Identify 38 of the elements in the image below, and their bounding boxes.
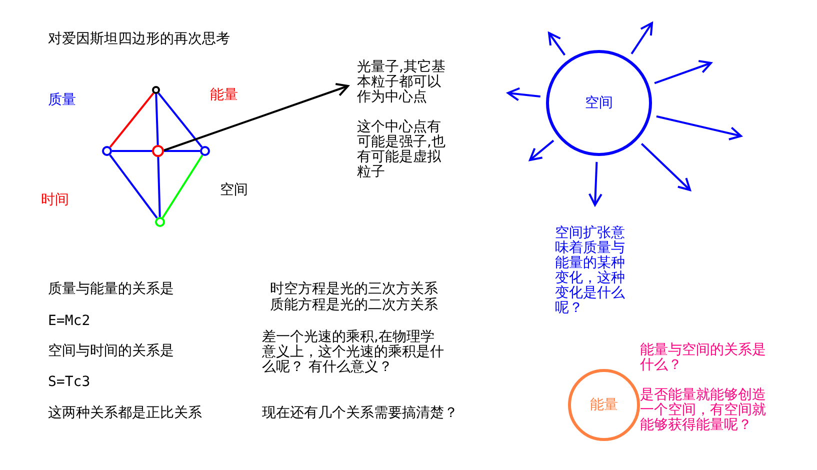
connector-line xyxy=(157,156,161,218)
note-text: 光量子,其它基本粒子都可以作为中心点 xyxy=(357,60,446,105)
conclusion-note: 这两种关系都是正比关系 xyxy=(48,406,202,421)
arrow xyxy=(640,143,691,191)
arrow xyxy=(656,115,742,140)
quantity-label: 时间 xyxy=(41,193,69,208)
arrow xyxy=(654,60,712,84)
connector-line xyxy=(109,92,154,148)
arrow xyxy=(548,32,566,56)
arrow xyxy=(630,22,653,54)
note-text: 这个中心点有可能是强子,也有可能是虚拟粒子 xyxy=(357,120,446,180)
formula: E=Mc2 xyxy=(48,314,90,329)
relation-note: 质量与能量的关系是 xyxy=(48,282,174,297)
connector-line xyxy=(158,92,203,148)
connector-line xyxy=(164,150,200,152)
question-note: 差一个光速的乘积,在物理学意义上，这个光速的乘积是什么呢？ 有什么意义？ xyxy=(262,330,445,375)
circle-label: 空间 xyxy=(585,96,613,110)
quantity-label: 空间 xyxy=(220,183,248,198)
arrow xyxy=(164,82,349,152)
quantity-label: 质量 xyxy=(48,93,76,108)
equation-note: 时空方程是光的三次方关系 xyxy=(270,282,438,297)
question-note: 能量与空间的关系是什么？ xyxy=(640,343,767,373)
arrow xyxy=(507,87,540,102)
question-note: 空间扩张意味着质量与能量的某种变化，这种变化是什么呢？ xyxy=(555,226,626,316)
question-note: 现在还有几个关系需要搞清楚？ xyxy=(262,406,459,421)
connector-line xyxy=(162,154,204,218)
connector-line xyxy=(155,94,159,146)
connector-line xyxy=(109,154,158,219)
circle-label: 能量 xyxy=(590,398,618,412)
question-note: 是否能量就能够创造一个空间，有空间就能够获得能量呢？ xyxy=(640,388,767,433)
diagram-title: 对爱因斯坦四边形的再次思考 xyxy=(48,32,230,47)
arrow xyxy=(588,162,602,206)
equation-note: 质能方程是光的二次方关系 xyxy=(270,298,438,313)
quantity-label: 能量 xyxy=(210,88,238,103)
connector-line xyxy=(112,150,152,152)
relation-note: 空间与时间的关系是 xyxy=(48,344,174,359)
arrow xyxy=(529,140,554,161)
formula: S=Tc3 xyxy=(48,375,90,390)
